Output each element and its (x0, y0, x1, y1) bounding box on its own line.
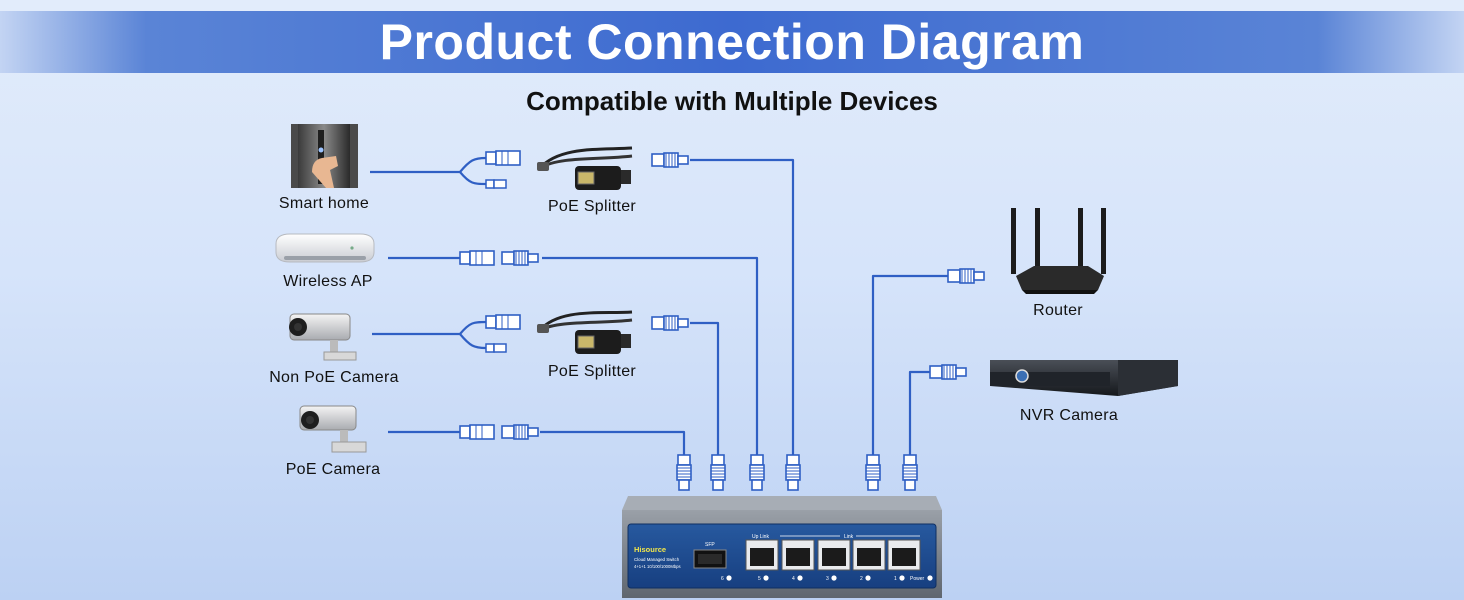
cable-wireless-ap (388, 256, 759, 456)
switch-model: Cloud Managed Switch (634, 557, 680, 562)
cable-poe-camera (388, 430, 686, 456)
cable-nvr (908, 370, 930, 456)
non-poe-camera-image (289, 313, 357, 361)
port-number: 4 (792, 576, 795, 582)
page-title: Product Connection Diagram (379, 14, 1085, 70)
cable-non-poe-split (459, 320, 487, 350)
poe-splitter-top (537, 146, 633, 190)
port-number: 3 (826, 576, 829, 582)
uplink-label: Up Link (752, 534, 769, 540)
page-subtitle: Compatible with Multiple Devices (526, 86, 938, 116)
label-router: Router (1033, 302, 1083, 319)
router-image (1011, 208, 1106, 294)
port-number: 5 (758, 576, 761, 582)
sfp-label: SFP (705, 542, 715, 548)
label-poe-splitter-bottom: PoE Splitter (547, 363, 637, 380)
power-label: Power (910, 576, 925, 582)
label-poe-splitter-top: PoE Splitter (547, 198, 637, 215)
poe-splitter-bottom (537, 310, 633, 354)
switch-plugs (676, 454, 918, 491)
wireless-ap-image (275, 233, 375, 263)
label-nvr-camera: NVR Camera (1019, 407, 1119, 424)
ethernet-ports (745, 539, 921, 571)
label-non-poe-camera: Non PoE Camera (269, 369, 399, 386)
link-label: Link (844, 534, 854, 540)
port-number: 6 (721, 576, 724, 582)
label-smart-home: Smart home (278, 195, 370, 212)
cable-splitter-bottom (690, 321, 720, 456)
cable-splitter-top (690, 158, 795, 456)
label-wireless-ap: Wireless AP (283, 273, 373, 290)
cable-smart-home-split (459, 156, 487, 186)
nvr-camera-image (990, 360, 1178, 396)
cable-router (871, 274, 948, 456)
label-poe-camera: PoE Camera (285, 461, 381, 478)
connectors-left (459, 150, 985, 440)
port-number: 1 (894, 576, 897, 582)
smart-home-image (291, 124, 358, 188)
cables (370, 156, 948, 456)
poe-camera-image (299, 405, 367, 453)
title-banner (0, 11, 1464, 73)
switch-spec: 4+1+1 10/100/1000Mbps (634, 564, 681, 569)
switch-brand: Hisource (634, 545, 666, 554)
network-switch: Hisource Cloud Managed Switch 4+1+1 10/1… (622, 496, 942, 598)
port-number: 2 (860, 576, 863, 582)
